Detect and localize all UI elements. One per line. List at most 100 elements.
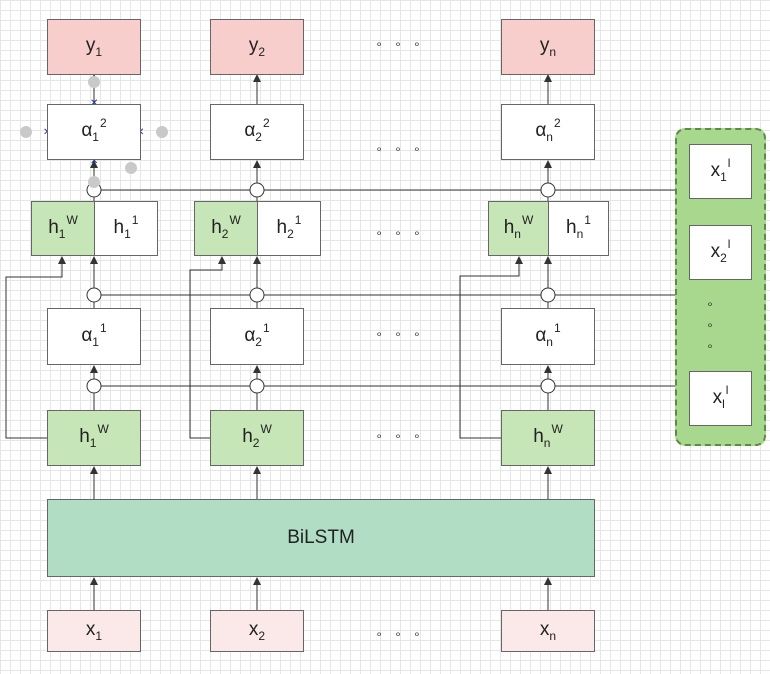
hw-top-n-sup: W [521, 212, 534, 227]
h1-2-sub: 2 [287, 226, 294, 241]
hw-top-2-sup: W [229, 212, 241, 227]
h1-n-base: h [566, 216, 577, 238]
hw-top-1-sub: 1 [58, 226, 66, 241]
hw-bottom-2-sub: 2 [252, 436, 260, 450]
ellipsis-row-y: ∘ ∘ ∘ [375, 37, 425, 51]
h1-n-sup: 1 [584, 212, 591, 227]
hw-bottom-1-base: h [79, 426, 90, 447]
alpha2-2-base: α [244, 120, 256, 141]
side-x2-sub: 2 [720, 250, 727, 265]
ellipsis-row-x: ∘ ∘ ∘ [375, 627, 425, 641]
output-y2-sub: 2 [258, 45, 266, 59]
rotate-handle-icon[interactable] [125, 162, 137, 174]
side-vdot-1: ∘ [706, 297, 714, 311]
ghost-handle-left-icon[interactable] [20, 126, 32, 138]
side-vdot-2: ∘ [706, 318, 714, 332]
alpha2-n-sub: n [546, 130, 553, 144]
alpha2-1-sub: 1 [92, 130, 99, 144]
output-y1-base: y [85, 35, 96, 56]
hw-bottom-n-base: h [533, 426, 544, 447]
bilstm-box[interactable]: BiLSTM [47, 499, 595, 577]
hw-top-n-base: h [503, 216, 515, 238]
side-xl-base: x [712, 386, 723, 408]
input-xn-base: x [539, 619, 550, 640]
input-x2-base: x [248, 619, 259, 640]
h1-n-sub: n [576, 226, 584, 241]
side-x1-sup: l [727, 155, 731, 170]
alpha1-1-sup: 1 [99, 320, 107, 335]
alpha1-2-sup: 1 [262, 320, 270, 335]
side-xl-sub: l [722, 396, 725, 411]
h1-1-sub: 1 [124, 226, 131, 241]
output-yn-base: y [539, 35, 550, 56]
hw-bottom-n-sub: n [543, 436, 551, 450]
input-xn-sub: n [549, 629, 557, 643]
alpha1-2-sub: 2 [255, 334, 262, 349]
selection-marker-top-icon[interactable]: ✕ [90, 98, 98, 109]
alpha2-2-sup: 2 [262, 116, 270, 130]
input-x1-sub: 1 [95, 629, 103, 643]
hw-top-1-sup: W [66, 212, 78, 227]
hw-top-n-sub: n [514, 226, 521, 241]
h1-1-sup: 1 [131, 212, 139, 227]
alpha2-n-base: α [535, 120, 547, 141]
side-x1-sub: 1 [720, 169, 727, 184]
ellipsis-row-alpha2: ∘ ∘ ∘ [375, 142, 425, 156]
alpha1-1-sub: 1 [92, 334, 99, 349]
alpha1-n-sub: n [546, 334, 553, 349]
alpha2-2-sub: 2 [255, 130, 262, 144]
hw-bottom-1-sup: W [97, 422, 109, 436]
hw-top-2-base: h [211, 216, 222, 238]
ghost-handle-down-icon[interactable] [88, 176, 100, 188]
h1-1-base: h [113, 216, 125, 238]
hw-bottom-2-sup: W [260, 422, 272, 436]
alpha2-1-base: α [81, 120, 93, 141]
side-x2-sup: l [727, 236, 731, 251]
h1-2-sup: 1 [294, 212, 302, 227]
side-x2-base: x [710, 240, 721, 262]
ghost-handle-right-icon[interactable] [156, 126, 168, 138]
hw-top-2-sub: 2 [221, 226, 229, 241]
output-y2-base: y [248, 35, 259, 56]
alpha2-1-sup: 2 [99, 116, 107, 130]
side-x1-base: x [710, 159, 721, 181]
output-y1-sub: 1 [95, 45, 103, 59]
hw-bottom-n-sup: W [551, 422, 563, 436]
hw-bottom-1-sub: 1 [89, 436, 97, 450]
ghost-handle-up-icon[interactable] [88, 76, 100, 88]
selection-marker-bottom-icon[interactable]: ✕ [90, 156, 99, 167]
side-vdot-3: ∘ [706, 339, 714, 353]
input-x2-sub: 2 [258, 629, 266, 643]
alpha1-1-base: α [81, 324, 93, 346]
alpha2-n-sup: 2 [553, 116, 561, 130]
alpha1-n-base: α [535, 324, 547, 346]
ellipsis-row-h: ∘ ∘ ∘ [375, 226, 425, 240]
hw-bottom-2-base: h [242, 426, 253, 447]
input-x1-base: x [85, 619, 96, 640]
